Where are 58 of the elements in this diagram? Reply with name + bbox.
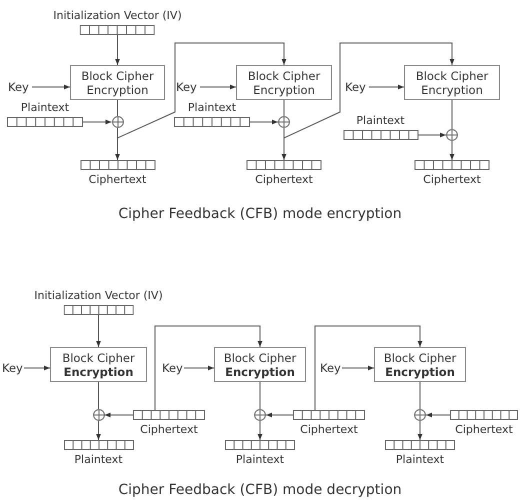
arrow [266,412,294,418]
connector-line [98,382,99,410]
xor-symbol [92,409,104,421]
arrow [32,84,70,90]
register-label: Ciphertext [423,173,481,186]
arrow [426,412,450,418]
register-label: Initialization Vector (IV) [53,9,182,22]
key-label: Key [320,361,341,375]
xor-symbol [112,116,124,128]
key-label: Key [8,80,29,94]
arrow [115,34,120,66]
arrow [368,84,404,90]
register-label: Plaintext [188,101,236,114]
arrow [314,326,422,410]
register-label: Plaintext [20,101,70,114]
arrow [450,140,454,160]
register-label: Plaintext [74,453,123,466]
register-label: Ciphertext [455,423,513,436]
xor-symbol [414,409,426,421]
cipher-block-box: Block Cipher Encryption [214,347,306,382]
arrow [96,420,101,440]
arrow [104,412,134,418]
key-label: Key [345,80,366,94]
diagram-caption: Cipher Feedback (CFB) mode encryption [118,206,402,222]
xor-symbol [446,129,458,141]
arrow [184,366,214,370]
register-label: Ciphertext [140,423,198,436]
key-label: Key [162,361,183,375]
cipher-block-box: Block Cipher Encryption [236,65,332,100]
cipher-block-box: Block Cipher Encryption [374,347,466,382]
key-label: Key [176,80,197,94]
cipher-block-box: Block Cipher Encryption [50,347,147,382]
xor-symbol [254,409,266,421]
connector-line [117,100,118,116]
register-label: Plaintext [356,114,405,127]
arrow [154,326,262,410]
register-label: Ciphertext [300,423,358,436]
register-label: Plaintext [236,453,284,466]
diagram-caption: Cipher Feedback (CFB) mode decryption [118,482,402,498]
register-label: Ciphertext [255,173,313,186]
key-label: Key [2,361,23,375]
arrow [342,366,374,370]
arrow [418,420,422,440]
register-label: Initialization Vector (IV) [34,289,163,302]
cipher-block-box: Block Cipher Encryption [404,65,500,100]
arrow [418,132,446,138]
cipher-block-box: Block Cipher Encryption [70,65,165,100]
arrow [117,42,286,139]
arrow [284,42,454,139]
xor-symbol [278,116,290,128]
arrow [24,366,50,370]
arrow [82,120,112,124]
register-label: Ciphertext [88,173,146,186]
register-label: Plaintext [396,453,444,466]
arrow [200,84,236,90]
arrow [96,314,101,348]
arrow [258,420,262,440]
arrow [250,120,278,124]
